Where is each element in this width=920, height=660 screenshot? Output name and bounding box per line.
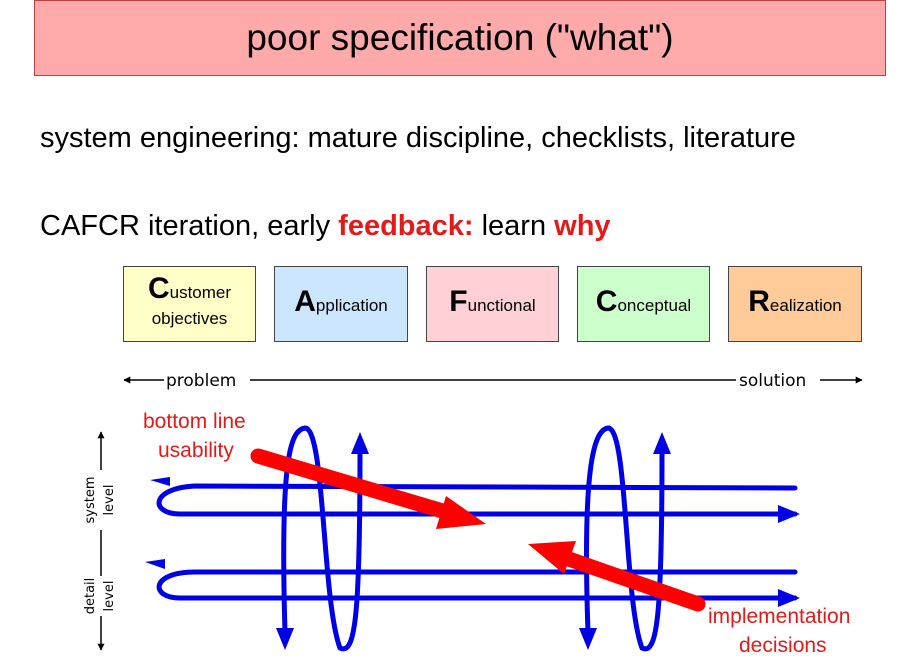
box-functional-line1: Functional [449,287,536,319]
box-realization-line1: Realization [748,287,842,319]
loop-head-2 [778,505,800,523]
detail-level-label-1: detail [83,578,98,615]
cafcr-iteration-line: CAFCR iteration, early feedback: learn w… [40,210,611,243]
box-customer-second: objectives [151,309,228,328]
system-engineering-line: system engineering: mature discipline, c… [40,122,796,154]
box-realization: Realization [728,266,862,342]
box-conceptual-line1: Conceptual [596,287,692,319]
box-functional-initial: F [449,285,468,318]
red-feedback-arrows [250,448,706,612]
cafcr-middle: learn [473,210,555,242]
vloop-head-1 [276,628,294,650]
bottom-line-label-1: bottom line [143,410,246,433]
axis-solution-label: solution [739,371,806,391]
system-level-label-2: level [102,485,117,516]
box-customer-initial: C [147,272,170,305]
box-application-line1: Application [294,287,388,319]
box-conceptual-rest: onceptual [617,296,692,315]
box-conceptual-initial: C [595,285,618,318]
horizontal-loop-heads [145,477,800,607]
feedback-highlight: feedback: [338,210,474,242]
box-realization-rest: ealization [769,296,842,315]
horizontal-loops [156,483,798,601]
title-text: poor specification ("what") [246,17,674,58]
box-realization-initial: R [748,285,770,318]
vloop-head-2 [351,432,369,454]
box-application: Application [274,266,408,342]
implementation-label-1: implementation [708,605,850,628]
vloop-head-4 [653,432,671,454]
right-vertical-loop [584,425,665,652]
bottom-up-arrow-shaft [558,550,706,612]
bottom-up-arrow-head [528,541,576,574]
box-customer-objectives: Customer objectives [123,266,256,342]
bottom-line-label-2: usability [158,439,234,462]
detail-level-loop [156,569,798,601]
top-down-arrow-head [436,496,486,529]
vertical-loops [281,425,665,652]
loop-head-4 [778,589,800,607]
implementation-label-2: decisions [739,634,827,657]
box-application-rest: pplication [315,296,388,315]
system-level-label-1: system [83,477,98,524]
box-conceptual: Conceptual [577,266,710,342]
system-level-loop [156,483,798,517]
detail-level-label-2: level [102,581,117,612]
title-banner: poor specification ("what") [34,0,886,76]
cafcr-prefix: CAFCR iteration, early [40,210,339,242]
box-functional: Functional [426,266,559,342]
vertical-loop-heads [276,432,671,650]
why-highlight: why [554,210,611,242]
box-functional-rest: unctional [467,296,536,315]
box-customer-rest: ustomer [169,283,232,302]
vloop-head-3 [579,628,597,650]
box-application-initial: A [294,285,316,318]
box-customer-line1: Customer [148,274,232,306]
loop-head-3 [145,559,165,569]
top-down-arrow-shaft [250,448,454,520]
axis-problem-label: problem [166,371,236,391]
loop-head-1 [150,477,170,486]
